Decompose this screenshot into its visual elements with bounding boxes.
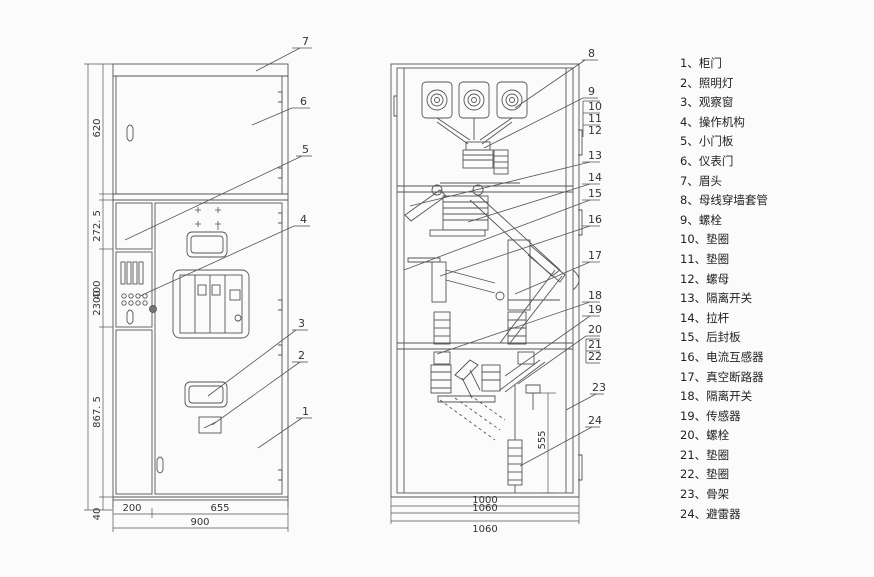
legend-item: 5、小门板 [680,134,734,149]
callout-24: 24 [588,414,602,427]
callout-2: 2 [298,349,305,362]
front-view [84,63,289,532]
instrument-door [115,75,283,195]
legend-item: 11、垫圈 [680,251,730,266]
small-door-panel [115,202,153,250]
surge-arrester [507,385,523,493]
side-view [390,63,583,524]
callout-4: 4 [300,213,307,226]
callout-16: 16 [588,213,602,226]
bus-bushings [421,81,528,119]
dim-40: 40 [92,508,103,521]
legend-item: 2、照明灯 [680,75,734,90]
cabinet-door [154,202,283,495]
front-dimension-lines [84,63,289,532]
lower-left-panel [115,329,153,495]
dim-200: 200 [122,503,141,514]
dim-900: 900 [190,517,209,528]
callout-18: 18 [588,289,602,302]
legend-item: 22、垫圈 [680,467,730,482]
legend-item: 17、真空断路器 [680,369,764,384]
vacuum-breaker [433,269,563,345]
dim-1060-b: 1060 [472,524,497,535]
dimension-labels: 2300 620 272. 5 400 867. 5 40 200 655 90… [92,118,548,535]
legend-item: 15、后封板 [680,330,741,345]
dim-272: 272. 5 [92,210,103,242]
legend-item: 24、避雷器 [680,506,741,521]
lower-insulators [430,351,546,410]
dim-867: 867. 5 [92,396,103,428]
current-transformer [407,239,566,311]
legend-item: 23、骨架 [680,487,730,502]
callout-1: 1 [302,405,309,418]
legend-item: 16、电流互感器 [680,349,764,364]
callout-8: 8 [588,47,595,60]
legend-item: 12、螺母 [680,271,730,286]
callout-14: 14 [588,171,602,184]
indicator-crosses [195,207,221,230]
parts-legend: 1、柜门 2、照明灯 3、观察窗 4、操作机构 5、小门板 6、仪表门 7、眉头… [680,54,870,524]
callout-9: 9 [588,85,595,98]
callout-12: 12 [588,124,602,137]
observation-window-lower [184,381,228,408]
insulator-stack [462,141,509,175]
operation-buttons [120,261,157,313]
legend-item: 14、拉杆 [680,310,730,325]
dim-620: 620 [92,118,103,137]
door-handle [126,124,134,142]
callout-13: 13 [588,149,602,162]
upper-disconnector [404,184,561,277]
callout-15: 15 [588,187,602,200]
legend-item: 3、观察窗 [680,95,734,110]
callout-10: 10 [588,100,602,113]
legend-item: 4、操作机构 [680,114,745,129]
legend-item: 21、垫圈 [680,447,730,462]
operation-panel [115,251,153,328]
dim-1000: 1000 [472,495,497,506]
dim-400: 400 [92,280,103,299]
callout-6: 6 [300,95,307,108]
front-cabinet-outline [112,63,289,501]
callout-11: 11 [588,112,602,125]
dim-height-total: 2300 [92,290,103,315]
dim-555: 555 [537,430,548,449]
dim-1060-a: 1060 [472,503,497,514]
legend-item: 20、螺栓 [680,428,730,443]
callout-23: 23 [592,381,606,394]
callout-7: 7 [302,35,309,48]
callout-5: 5 [302,143,309,156]
legend-item: 8、母线穿墙套管 [680,193,768,208]
legend-item: 18、隔离开关 [680,389,753,404]
legend-item: 13、隔离开关 [680,291,753,306]
legend-item: 9、螺栓 [680,212,722,227]
legend-item: 6、仪表门 [680,153,734,168]
callout-17: 17 [588,249,602,262]
dim-655: 655 [210,503,229,514]
legend-item: 1、柜门 [680,56,722,70]
callout-19: 19 [588,303,602,316]
callout-22: 22 [588,350,602,363]
legend-item: 7、眉头 [680,173,722,188]
lighting-lamp [198,416,222,434]
legend-item: 19、传感器 [680,408,741,423]
leader-lines [124,47,604,467]
callout-3: 3 [298,317,305,330]
callout-20: 20 [588,323,602,336]
side-dimension-lines [390,392,580,524]
legend-item: 10、垫圈 [680,232,730,247]
operating-mechanism [172,269,250,339]
callout-numbers: 7 6 5 4 3 2 1 8 9 10 11 12 13 14 15 16 1… [298,35,606,427]
callout-21: 21 [588,338,602,351]
observation-window-upper [186,231,228,258]
